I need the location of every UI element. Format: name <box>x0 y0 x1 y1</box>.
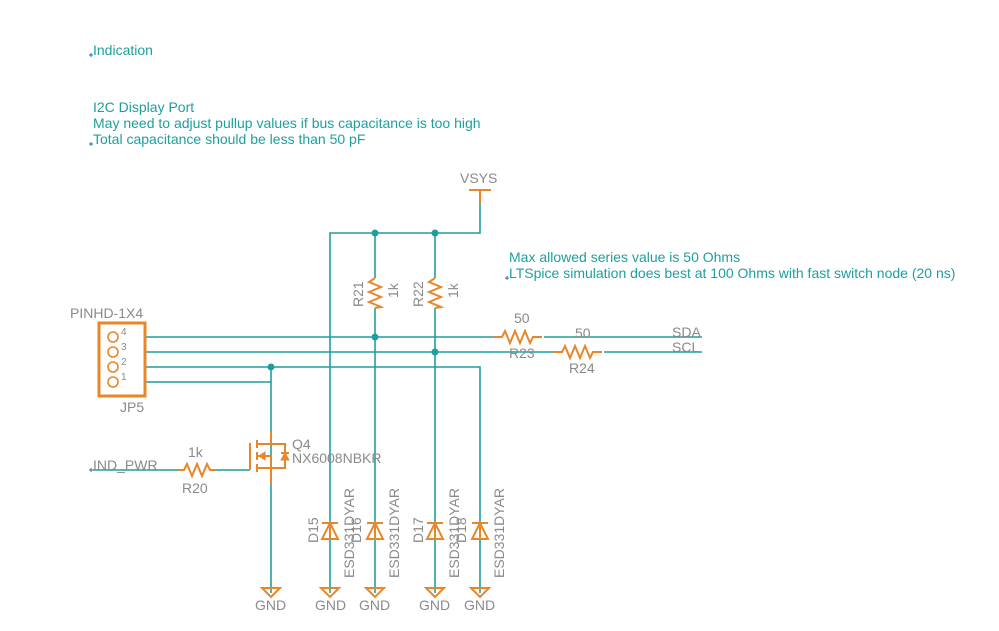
d15-name: D15 <box>305 517 321 543</box>
r20-value: 1k <box>188 444 204 460</box>
junction <box>267 363 275 371</box>
d16-value: ESD331DYAR <box>386 488 402 578</box>
r22-value: 1k <box>445 282 461 298</box>
header-pin-1: 1 <box>121 372 127 383</box>
diode-d16: D16 ESD331DYAR <box>348 488 402 578</box>
resistor-r23: 50 R23 <box>494 310 542 361</box>
d15-value: ESD331DYAR <box>341 488 357 578</box>
ground-label: GND <box>315 597 346 613</box>
resistor-r20: 1k R20 <box>178 444 216 496</box>
origin-markers <box>89 53 509 472</box>
mosfet-q4: Q4 NX6008NBKR <box>249 432 382 484</box>
note-i2c-title: I2C Display Port <box>93 99 194 115</box>
junction <box>431 229 439 237</box>
d18-value: ESD331DYAR <box>491 488 507 578</box>
d16-name: D16 <box>348 517 364 543</box>
header-pin-4: 4 <box>121 327 127 338</box>
r21-value: 1k <box>385 282 401 298</box>
note-series-max: Max allowed series value is 50 Ohms <box>509 249 740 265</box>
ground-label: GND <box>464 597 495 613</box>
net-label-ind-pwr: IND_PWR <box>93 457 158 473</box>
d17-value: ESD331DYAR <box>446 488 462 578</box>
header-pin-2: 2 <box>121 357 127 368</box>
header-body <box>97 321 147 398</box>
ground-d16: GND <box>359 587 390 613</box>
wires <box>93 204 702 593</box>
ground-label: GND <box>255 597 286 613</box>
junction <box>371 229 379 237</box>
r24-value: 50 <box>575 325 591 341</box>
junction <box>431 348 439 356</box>
note-i2c-pullup: May need to adjust pullup values if bus … <box>93 115 481 131</box>
ground-label: GND <box>419 597 450 613</box>
d18-name: D18 <box>453 517 469 543</box>
r23-value: 50 <box>514 310 530 326</box>
header-pin-3: 3 <box>121 342 127 353</box>
header-name: JP5 <box>120 399 144 415</box>
resistor-r24: 50 R24 <box>554 325 602 376</box>
q4-name: Q4 <box>292 436 311 452</box>
note-indication: Indication <box>93 42 153 58</box>
r24-name: R24 <box>569 360 595 376</box>
r21-name: R21 <box>350 281 366 307</box>
diode-d18: D18 ESD331DYAR <box>453 488 507 578</box>
resistor-r21: R21 1k <box>350 277 401 309</box>
net-label-scl: SCL <box>672 339 699 355</box>
resistor-r22: R22 1k <box>410 277 461 309</box>
r22-name: R22 <box>410 281 426 307</box>
d17-name: D17 <box>410 517 426 543</box>
junction <box>371 333 379 341</box>
header-jp5: PINHD-1X4 4 3 2 1 JP5 <box>70 305 147 415</box>
q4-value: NX6008NBKR <box>292 450 382 466</box>
r20-name: R20 <box>182 480 208 496</box>
diode-d17: D17 ESD331DYAR <box>410 488 462 578</box>
vsys-supply: VSYS <box>460 170 497 204</box>
ground-label: GND <box>359 597 390 613</box>
header-value: PINHD-1X4 <box>70 305 143 321</box>
net-label-sda: SDA <box>672 324 701 340</box>
note-series-ltspice: LTSpice simulation does best at 100 Ohms… <box>509 265 955 281</box>
ground-d18: GND <box>464 587 495 613</box>
note-i2c-capacitance: Total capacitance should be less than 50… <box>93 131 365 147</box>
vsys-label: VSYS <box>460 170 497 186</box>
ground-d15: GND <box>315 587 346 613</box>
ground-d17: GND <box>419 587 450 613</box>
r23-name: R23 <box>509 345 535 361</box>
diode-d15: D15 ESD331DYAR <box>305 488 357 578</box>
ground-q4: GND <box>255 587 286 613</box>
junctions <box>267 229 439 371</box>
